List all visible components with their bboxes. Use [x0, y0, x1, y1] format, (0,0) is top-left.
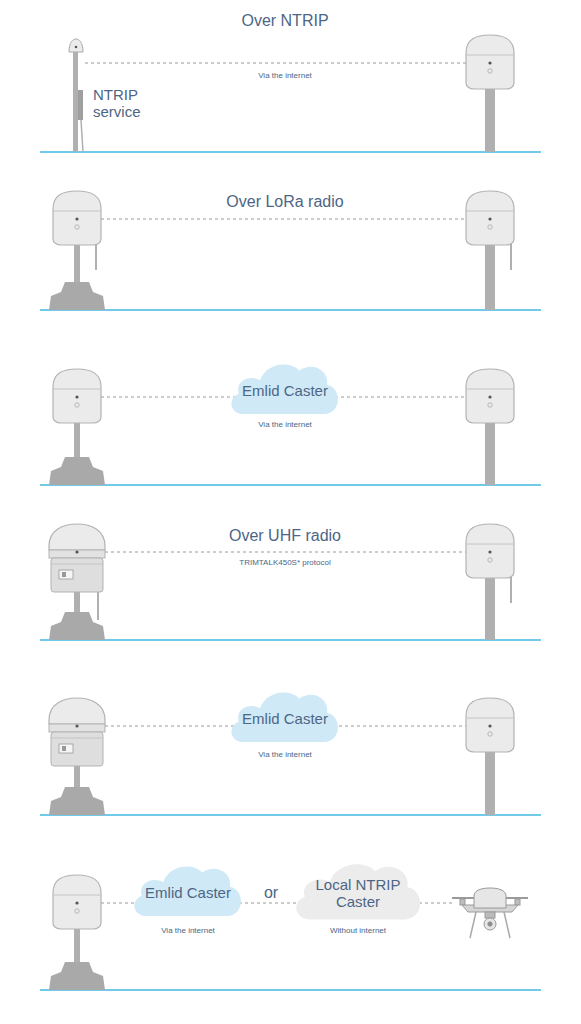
- cloud-text: Emlid Caster: [145, 884, 231, 901]
- text-label: Via the internet: [159, 926, 217, 935]
- text-label: TRIMTALK450S* protocol: [237, 558, 332, 567]
- cloud-text: Local NTRIP Caster: [306, 876, 411, 911]
- text-label: Over LoRa radio: [224, 193, 345, 211]
- cloud-text: Emlid Caster: [242, 710, 328, 727]
- text-label: Over UHF radio: [227, 527, 343, 545]
- rover-receiver: [466, 35, 514, 815]
- dashed-link: [85, 63, 466, 903]
- cloud-node: Emlid Caster: [129, 859, 247, 917]
- base-receiver: [49, 191, 105, 990]
- ground-line: [40, 152, 541, 990]
- text-label: Over NTRIP: [239, 12, 330, 30]
- cloud-node: Emlid Caster: [226, 357, 344, 415]
- text-label: Via the internet: [256, 420, 314, 429]
- drone: [452, 888, 528, 938]
- cloud-text: Emlid Caster: [242, 382, 328, 399]
- text-label: or: [262, 884, 280, 902]
- text-label: Without internet: [328, 926, 388, 935]
- ntrip-station: [69, 39, 83, 152]
- text-label: Via the internet: [256, 750, 314, 759]
- text-label: Via the internet: [256, 71, 314, 80]
- cloud-node: Local NTRIP Caster: [290, 856, 427, 921]
- text-label: NTRIP service: [91, 86, 169, 121]
- cloud-node: Emlid Caster: [226, 685, 344, 743]
